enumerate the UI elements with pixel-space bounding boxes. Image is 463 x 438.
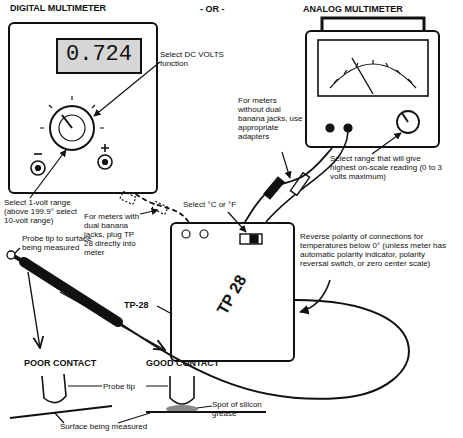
probe-unit: TP 28 (170, 222, 295, 362)
instruction-note: For meters without dual banana jacks, us… (238, 96, 304, 141)
probe-tip-detail (170, 376, 194, 404)
instruction-note: Select DC VOLTS function (160, 50, 235, 68)
test-lead (245, 148, 332, 222)
part-name: Spot of silicon grease (212, 400, 282, 418)
part-name: TP-28 (124, 300, 158, 310)
meter-title: DIGITAL MULTIMETER (10, 3, 160, 14)
leader-line (14, 248, 20, 254)
instruction-note: Select °C or °F (183, 200, 245, 209)
curved-arrow (300, 280, 330, 312)
probe-tip (7, 251, 15, 259)
instruction-note: Reverse polarity of connections for temp… (300, 232, 450, 268)
probe-tip-detail (42, 374, 66, 403)
detail-arrow (28, 272, 40, 348)
banana-adapter (290, 173, 309, 196)
probe-handle (24, 262, 118, 322)
detail-heading: GOOD CONTACT (146, 358, 226, 368)
instruction-note: Probe tip to surface being measured (22, 234, 102, 252)
leader-line (197, 406, 212, 408)
leader-line (282, 152, 290, 178)
grease-spot (166, 405, 198, 413)
plug-outline (152, 201, 168, 214)
leader-line (140, 210, 158, 214)
detail-heading: POOR CONTACT (24, 358, 104, 368)
surface-line (146, 411, 266, 413)
banana-adapter (264, 177, 284, 199)
part-name: Probe tip (103, 382, 147, 391)
unit-marking: TP 28 (199, 247, 265, 343)
instruction-note: Select 1-volt range (above 199.9° select… (4, 198, 82, 225)
probe-shaft (12, 255, 24, 262)
instruction-note: Select range that will give highest on-s… (330, 154, 445, 181)
carry-handle (322, 18, 424, 30)
separator-text: - OR - (200, 4, 250, 14)
analog-multimeter: ANALOG MULTIMETER (305, 30, 440, 148)
instruction-note: For meters with dual banana jacks, plug … (84, 212, 142, 257)
plug-in-path (136, 194, 189, 222)
detail-arrow (60, 292, 165, 350)
digital-multimeter: DIGITAL MULTIMETER0.724 (8, 22, 158, 194)
leader-line (54, 412, 150, 423)
part-name: Surface being measured (60, 422, 170, 431)
meter-title: ANALOG MULTIMETER (303, 4, 443, 15)
lcd-reading: 0.724 (56, 38, 142, 74)
surface-line (10, 406, 112, 418)
